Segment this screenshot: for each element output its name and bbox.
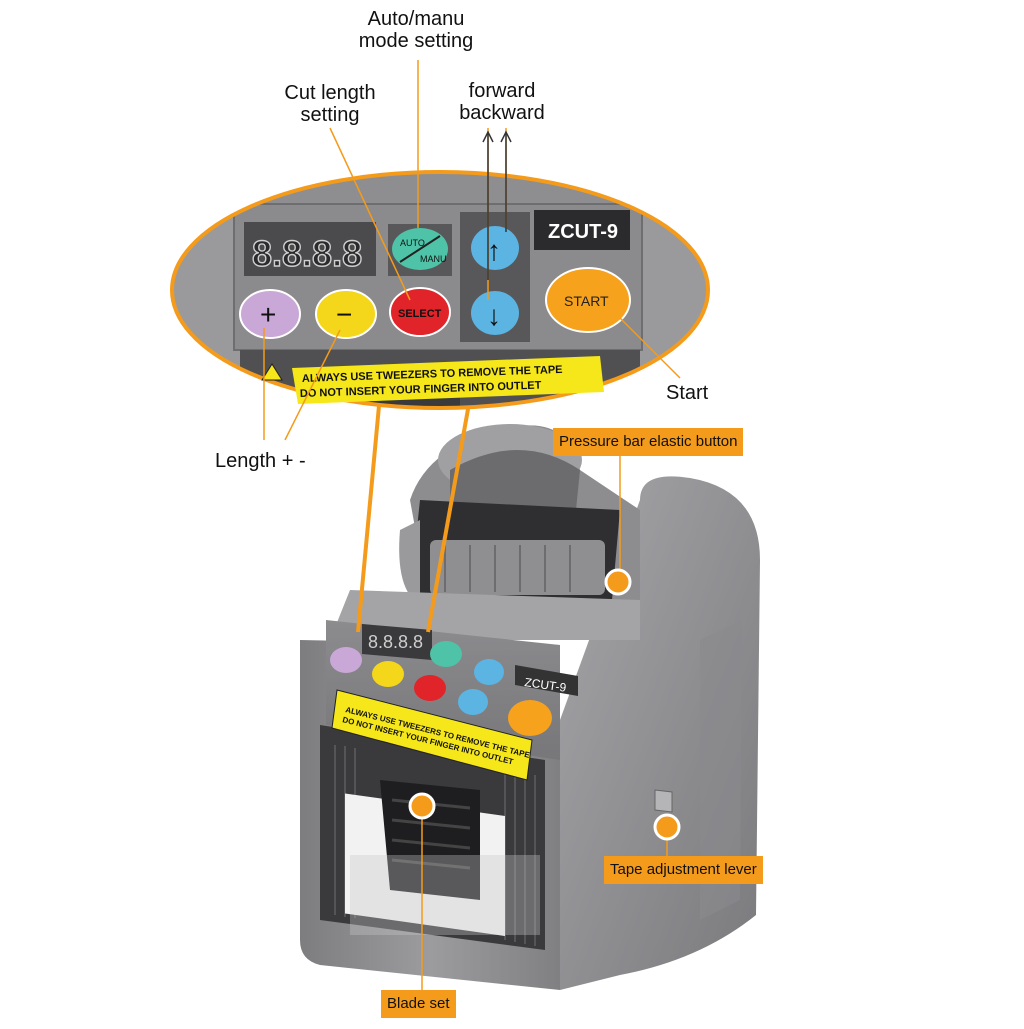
blade-set-tag: Blade set bbox=[381, 990, 456, 1018]
zoom-display: 8.8.8.8 bbox=[252, 233, 362, 274]
auto-manu-callout-line2: mode setting bbox=[358, 30, 474, 52]
front-auto-button[interactable] bbox=[430, 641, 462, 667]
pointer-arrows bbox=[482, 130, 512, 280]
arrow-down-icon: ↓ bbox=[487, 300, 501, 331]
front-display: 8.8.8.8 bbox=[368, 632, 423, 652]
cut-length-callout-line2: setting bbox=[300, 104, 360, 126]
front-minus-button[interactable] bbox=[372, 661, 404, 687]
zoom-display-frame bbox=[244, 222, 376, 276]
forward-backward-callout: forward backward bbox=[446, 80, 558, 124]
blade-marker bbox=[408, 792, 436, 820]
length-callout: Length + - bbox=[215, 450, 306, 472]
arrow-up-icon: ↑ bbox=[487, 235, 501, 266]
zoom-start-button[interactable] bbox=[545, 267, 631, 333]
zoom-minus-button[interactable] bbox=[315, 289, 377, 339]
front-start-button[interactable] bbox=[508, 700, 552, 736]
manu-label: MANU bbox=[420, 254, 447, 264]
zoom-backward-button[interactable] bbox=[471, 291, 519, 335]
tape-lever-tag: Tape adjustment lever bbox=[604, 856, 763, 884]
zoom-select-label: SELECT bbox=[398, 308, 442, 320]
marker-dots bbox=[408, 568, 681, 841]
zoom-model-label: ZCUT-9 bbox=[548, 221, 618, 243]
pressure-bar-marker bbox=[604, 568, 632, 596]
zoom-start-label: START bbox=[564, 293, 609, 309]
forward-callout-line1: forward bbox=[468, 80, 536, 102]
zoom-forward-button[interactable] bbox=[471, 226, 519, 270]
plus-icon: + bbox=[260, 299, 276, 330]
front-model-label: ZCUT-9 bbox=[524, 675, 568, 695]
zoom-select-button[interactable] bbox=[389, 287, 451, 337]
lever-marker bbox=[653, 813, 681, 841]
cut-length-callout-line1: Cut length bbox=[284, 82, 376, 104]
zoom-plus-button[interactable] bbox=[239, 289, 301, 339]
backward-callout-line2: backward bbox=[459, 102, 545, 124]
zoom-display-outline: 8.8.8.8 bbox=[252, 233, 362, 274]
auto-label: AUTO bbox=[400, 238, 425, 248]
zoom-connector bbox=[356, 394, 472, 633]
zoom-warning-sticker bbox=[292, 356, 604, 404]
front-down-button[interactable] bbox=[458, 689, 488, 715]
front-select-button[interactable] bbox=[414, 675, 446, 701]
front-plus-button[interactable] bbox=[330, 647, 362, 673]
pressure-bar-tag: Pressure bar elastic button bbox=[553, 428, 744, 456]
auto-manu-callout-line1: Auto/manu bbox=[367, 8, 465, 30]
front-up-button[interactable] bbox=[474, 659, 504, 685]
start-callout: Start bbox=[666, 382, 709, 404]
cut-length-callout: Cut length setting bbox=[272, 82, 388, 126]
auto-manu-callout: Auto/manu mode setting bbox=[350, 8, 482, 52]
zoom-panel: 8.8.8.8 8.8.8.8 AUTO MANU ↑ ↓ ZCUT-9 STA… bbox=[170, 170, 710, 410]
caution-triangle-icon bbox=[261, 363, 283, 381]
minus-icon: − bbox=[336, 299, 352, 330]
